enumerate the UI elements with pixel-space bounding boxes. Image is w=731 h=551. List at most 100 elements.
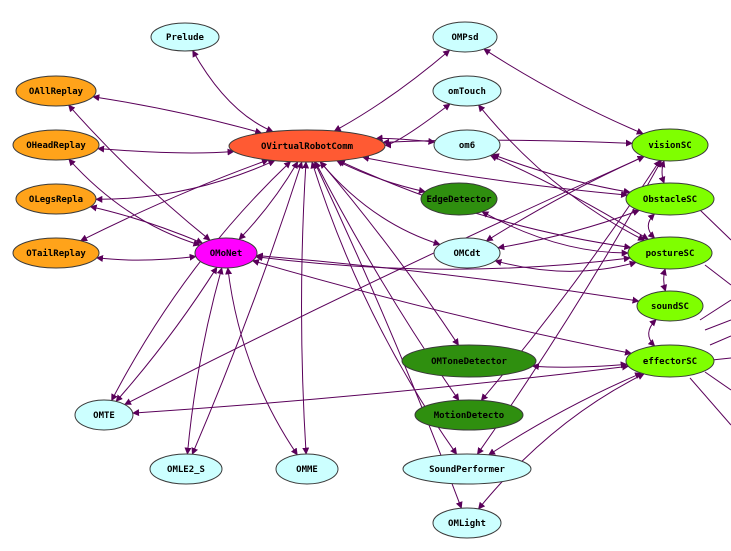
node-shape-obstaclesc (625, 182, 715, 216)
node-label-omme: OMME (296, 465, 318, 475)
node-otailreplay[interactable]: OTailReplay (12, 237, 100, 269)
node-label-obstaclesc: ObstacleSC (643, 195, 697, 205)
edge-oallreplay-to-ovirtualrobotcomm (92, 94, 263, 135)
node-shape-omme (275, 453, 339, 485)
node-shape-visionsc (631, 128, 709, 162)
node-label-soundsc: soundSC (651, 302, 689, 312)
edge-omcdt-to-obstaclesc (497, 209, 640, 251)
node-label-oallreplay: OAllReplay (29, 87, 84, 97)
node-shape-omcdt (433, 237, 501, 269)
node-label-omcdt: OMCdt (453, 249, 480, 259)
edge-otailreplay-to-omonet (96, 253, 197, 263)
node-effectorsc[interactable]: effectorSC (625, 344, 715, 378)
node-shape-omte (74, 399, 134, 431)
node-omonet[interactable]: OMoNet (194, 237, 258, 269)
node-omte[interactable]: OMTE (74, 399, 134, 431)
edge-ompsd-to-visionsc (483, 48, 644, 135)
node-shape-oallreplay (15, 75, 97, 107)
node-soundperformer[interactable]: SoundPerformer (402, 453, 532, 485)
node-omme[interactable]: OMME (275, 453, 339, 485)
node-shape-ompsd (432, 21, 498, 53)
node-label-omte: OMTE (93, 411, 115, 421)
node-label-omlight: OMLight (448, 518, 486, 529)
node-label-effectorsc: effectorSC (643, 357, 697, 367)
node-shape-motiondetecto (414, 399, 524, 431)
node-motiondetecto[interactable]: MotionDetecto (414, 399, 524, 431)
node-label-olegsrepla: OLegsRepla (29, 195, 83, 205)
node-label-ompsd: OMPsd (451, 33, 478, 43)
edge-ovirtualrobotcomm-to-omme (301, 161, 310, 455)
offscreen-edge-5 (704, 371, 731, 391)
node-shape-soundsc (636, 290, 704, 322)
node-omle2-s[interactable]: OMLE2_S (149, 453, 223, 485)
node-label-soundperformer: SoundPerformer (429, 465, 505, 475)
node-label-prelude: Prelude (166, 33, 205, 43)
node-shape-omtouch (432, 75, 502, 107)
node-edgedetector[interactable]: EdgeDetector (420, 182, 498, 216)
node-omlight[interactable]: OMLight (432, 507, 502, 539)
node-shape-ovirtualrobotcomm (228, 129, 386, 163)
edges-layer (68, 48, 668, 510)
offscreen-edge-6 (689, 377, 731, 426)
edge-omcdt-to-posturesc (494, 259, 637, 272)
node-ovirtualrobotcomm[interactable]: OVirtualRobotComm (228, 129, 386, 163)
edge-visionsc-to-obstaclesc (658, 160, 666, 184)
edge-omonet-to-omme (225, 267, 298, 456)
node-oallreplay[interactable]: OAllReplay (15, 75, 97, 107)
edge-soundsc-to-effectorsc (647, 319, 657, 347)
node-shape-soundperformer (402, 453, 532, 485)
node-shape-effectorsc (625, 344, 715, 378)
node-shape-otailreplay (12, 237, 100, 269)
node-shape-posturesc (627, 236, 713, 270)
node-label-posturesc: postureSC (646, 249, 695, 259)
edge-otailreplay-to-ovirtualrobotcomm (80, 158, 269, 242)
node-omtonedetector[interactable]: OMToneDetector (401, 344, 537, 378)
node-label-ovirtualrobotcomm: OVirtualRobotComm (261, 141, 354, 152)
node-label-edgedetector: EdgeDetector (426, 195, 492, 205)
node-label-omle2-s: OMLE2_S (167, 465, 205, 475)
node-shape-oheadreplay (12, 129, 100, 161)
edge-olegsrepla-to-ovirtualrobotcomm (95, 159, 276, 203)
node-posturesc[interactable]: postureSC (627, 236, 713, 270)
node-label-oheadreplay: OHeadReplay (26, 141, 86, 151)
node-shape-omlight (432, 507, 502, 539)
node-label-motiondetecto: MotionDetecto (434, 410, 504, 421)
edge-ovirtualrobotcomm-to-obstaclesc (361, 155, 628, 199)
edge-omcdt-to-visionsc (485, 155, 645, 242)
node-shape-edgedetector (420, 182, 498, 216)
node-shape-prelude (150, 22, 220, 52)
offscreen-edge-2 (704, 319, 731, 331)
node-label-omtouch: omTouch (448, 87, 486, 97)
edge-olegsrepla-to-omonet (89, 204, 204, 244)
offscreen-edge-1 (699, 299, 731, 321)
node-label-omtonedetector: OMToneDetector (431, 357, 507, 367)
offscreen-edges-layer (689, 209, 731, 426)
node-olegsrepla[interactable]: OLegsRepla (15, 183, 97, 215)
node-prelude[interactable]: Prelude (150, 22, 220, 52)
edge-soundsc-to-posturesc (660, 268, 668, 292)
node-omcdt[interactable]: OMCdt (433, 237, 501, 269)
node-shape-omonet (194, 237, 258, 269)
node-shape-olegsrepla (15, 183, 97, 215)
offscreen-edge-8 (699, 209, 731, 241)
edge-effectorsc-to-omtonedetector (531, 361, 628, 371)
offscreen-edge-3 (709, 335, 731, 346)
node-ompsd[interactable]: OMPsd (432, 21, 498, 53)
offscreen-edge-7 (704, 264, 731, 286)
node-label-om6: om6 (459, 141, 475, 151)
node-shape-om6 (433, 129, 501, 161)
node-oheadreplay[interactable]: OHeadReplay (12, 129, 100, 161)
node-visionsc[interactable]: visionSC (631, 128, 709, 162)
node-shape-omtonedetector (401, 344, 537, 378)
edge-prelude-to-ovirtualrobotcomm (192, 49, 274, 133)
node-obstaclesc[interactable]: ObstacleSC (625, 182, 715, 216)
node-label-visionsc: visionSC (648, 140, 691, 151)
node-label-omonet: OMoNet (210, 249, 243, 259)
edge-om6-to-posturesc (489, 154, 649, 240)
edge-effectorsc-to-omte (132, 363, 630, 417)
node-omtouch[interactable]: omTouch (432, 75, 502, 107)
node-soundsc[interactable]: soundSC (636, 290, 704, 322)
node-om6[interactable]: om6 (433, 129, 501, 161)
offscreen-edge-4 (711, 357, 731, 361)
